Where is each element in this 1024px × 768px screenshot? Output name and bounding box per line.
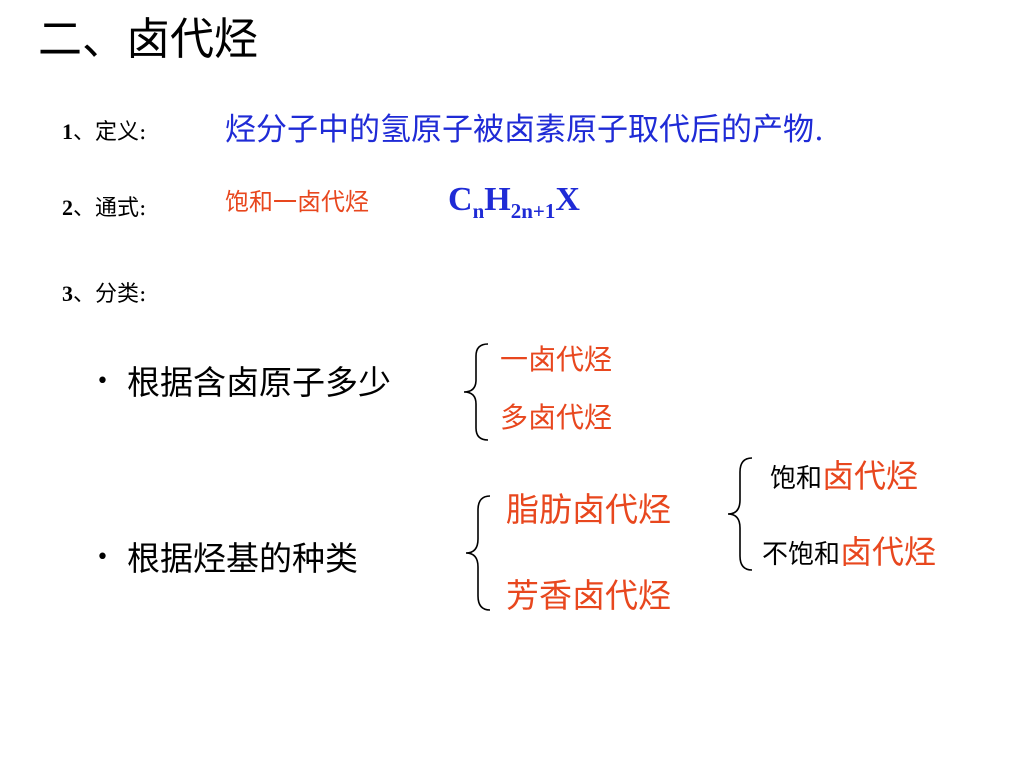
- item-mono-halo: 一卤代烃: [500, 343, 613, 376]
- left-brace-icon: [463, 343, 489, 441]
- definition-number: 1: [62, 119, 73, 144]
- item-poly-halo: 多卤代烃: [500, 401, 613, 434]
- bullet-hydrocarbon-type-text: 根据烃基的种类: [126, 539, 358, 578]
- formula-name: 饱和一卤代烃: [225, 188, 369, 216]
- bullet-point-icon: •: [96, 369, 109, 394]
- item-saturated-prefix: 饱和: [770, 464, 823, 494]
- left-brace-icon: [727, 457, 753, 571]
- formula-c: C: [448, 181, 473, 218]
- item-aliphatic-halo: 脂肪卤代烃: [506, 490, 671, 529]
- item-unsaturated-suffix: 卤代烃: [840, 533, 937, 571]
- formula-c-subscript: n: [472, 199, 485, 223]
- item-saturated-suffix: 卤代烃: [822, 457, 919, 495]
- formula-h: H: [484, 181, 511, 218]
- definition-label-text: 、定义:: [73, 120, 147, 145]
- left-brace-icon: [465, 495, 491, 611]
- bullet-halogen-count-text: 根据含卤原子多少: [126, 363, 391, 402]
- bullet-hydrocarbon-type: • 根据烃基的种类: [96, 536, 358, 581]
- formula-label-text: 、通式:: [73, 196, 147, 221]
- item-aromatic-halo: 芳香卤代烃: [506, 576, 671, 615]
- formula-x: X: [555, 181, 580, 218]
- formula-number: 2: [62, 195, 73, 220]
- slide-title: 二、卤代烃: [38, 14, 258, 65]
- bullet-point-icon: •: [96, 545, 109, 570]
- classification-number: 3: [62, 281, 73, 306]
- item-saturated-halo: 饱和卤代烃: [770, 456, 918, 499]
- formula-h-subscript: 2n+1: [510, 199, 556, 223]
- definition-text: 烃分子中的氢原子被卤素原子取代后的产物.: [225, 112, 824, 148]
- general-formula: CnH2n+1X: [448, 178, 580, 233]
- item-unsaturated-prefix: 不饱和: [762, 540, 841, 570]
- classification-label: 3、分类:: [62, 276, 146, 314]
- bullet-halogen-count: • 根据含卤原子多少: [96, 360, 391, 405]
- classification-label-text: 、分类:: [73, 282, 147, 307]
- item-unsaturated-halo: 不饱和卤代烃: [762, 532, 936, 575]
- definition-label: 1、定义:: [62, 114, 146, 152]
- formula-label: 2、通式:: [62, 190, 146, 228]
